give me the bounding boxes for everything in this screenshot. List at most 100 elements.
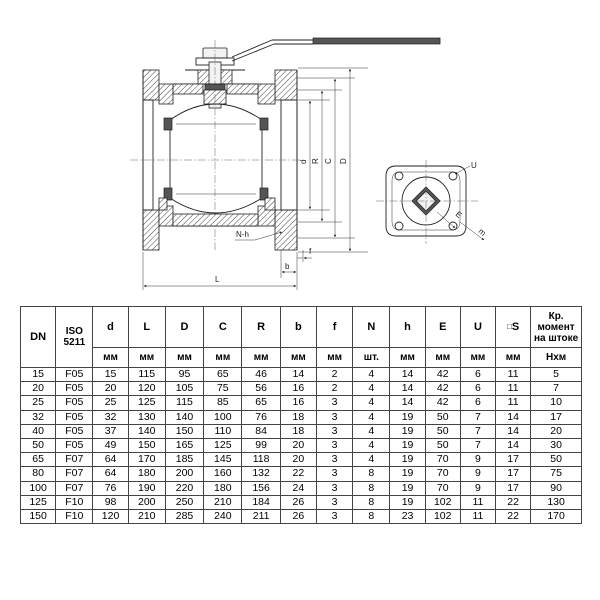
table-cell-S: 11: [495, 395, 532, 411]
table-cell-R: 156: [241, 480, 281, 496]
table-cell-dn: 25: [19, 395, 57, 411]
unit-cell: шт.: [352, 347, 391, 368]
table-cell-dn: 15: [19, 366, 57, 383]
table-cell-C: 125: [203, 437, 243, 454]
table-cell-U: 7: [459, 437, 497, 454]
table-cell-iso: F07: [55, 466, 94, 482]
unit-cell: мм: [424, 347, 461, 368]
table-cell-L: 210: [127, 508, 166, 525]
table-cell-U: 9: [459, 452, 497, 468]
table-cell-S: 17: [495, 466, 532, 482]
valve-handle: [231, 37, 441, 62]
right-flange: [257, 69, 298, 251]
unit-cell: мм: [127, 347, 166, 368]
table-cell-N: 4: [352, 366, 391, 383]
table-cell-N: 8: [352, 494, 391, 510]
table-cell-dn: 50: [19, 437, 57, 454]
dim-label-D: D: [339, 158, 348, 164]
table-cell-b: 20: [279, 437, 317, 454]
table-cell-dn: 65: [19, 452, 57, 468]
header-S: □S: [495, 306, 532, 348]
table-cell-torque: 90: [530, 480, 582, 496]
dim-label-C: C: [324, 158, 333, 164]
table-cell-U: 9: [459, 466, 497, 482]
table-cell-E: 42: [424, 366, 461, 383]
table-cell-b: 18: [279, 409, 317, 425]
table-cell-R: 76: [241, 409, 281, 425]
table-cell-h: 19: [389, 437, 426, 454]
table-cell-iso: F07: [55, 480, 94, 496]
table-cell-L: 150: [127, 437, 166, 454]
table-cell-b: 24: [279, 480, 317, 496]
square-icon: □: [507, 322, 512, 331]
table-cell-h: 14: [389, 395, 426, 411]
table-cell-U: 11: [459, 494, 497, 510]
table-cell-S: 14: [495, 423, 532, 439]
header-R: R: [241, 306, 281, 348]
table-cell-iso: F05: [55, 395, 94, 411]
table-cell-dn: 125: [19, 494, 57, 510]
table-cell-E: 70: [424, 466, 461, 482]
table-cell-torque: 10: [530, 395, 582, 411]
table-cell-d: 25: [92, 395, 129, 411]
dim-label-U: U: [471, 161, 477, 170]
header-h: h: [389, 306, 426, 348]
valve-body: [130, 83, 305, 227]
table-cell-b: 16: [279, 395, 317, 411]
table-cell-h: 19: [389, 480, 426, 496]
table-cell-d: 120: [92, 508, 129, 525]
table-cell-b: 14: [279, 366, 317, 383]
table-cell-L: 120: [127, 381, 166, 397]
table-cell-C: 100: [203, 409, 243, 425]
table-cell-E: 50: [424, 437, 461, 454]
table-cell-S: 22: [495, 494, 532, 510]
table-cell-U: 11: [459, 508, 497, 525]
table-cell-f: 3: [315, 494, 354, 510]
table-cell-b: 26: [279, 508, 317, 525]
table-cell-d: 64: [92, 466, 129, 482]
table-cell-E: 102: [424, 494, 461, 510]
table-cell-f: 3: [315, 437, 354, 454]
table-cell-S: 17: [495, 480, 532, 496]
table-cell-D: 95: [164, 366, 205, 383]
table-cell-torque: 5: [530, 366, 582, 383]
table-cell-E: 70: [424, 452, 461, 468]
vertical-dimensions: d R C D: [298, 67, 368, 253]
table-cell-N: 4: [352, 381, 391, 397]
table-cell-N: 4: [352, 452, 391, 468]
table-cell-f: 3: [315, 508, 354, 525]
table-cell-R: 56: [241, 381, 281, 397]
table-cell-E: 70: [424, 480, 461, 496]
header-D: D: [164, 306, 205, 348]
header-L: L: [127, 306, 166, 348]
table-cell-iso: F07: [55, 452, 94, 468]
unit-cell: мм: [92, 347, 129, 368]
table-cell-D: 185: [164, 452, 205, 468]
valve-technical-drawing: d R C D N-h b f L: [130, 37, 488, 290]
table-cell-C: 240: [203, 508, 243, 525]
header-f: f: [315, 306, 354, 348]
mounting-pad-view: U E m: [376, 160, 488, 244]
table-cell-R: 99: [241, 437, 281, 454]
table-cell-N: 4: [352, 423, 391, 439]
table-cell-N: 4: [352, 409, 391, 425]
table-cell-S: 11: [495, 381, 532, 397]
table-cell-h: 14: [389, 366, 426, 383]
table-cell-R: 84: [241, 423, 281, 439]
table-cell-d: 15: [92, 366, 129, 383]
unit-cell: мм: [495, 347, 532, 368]
table-cell-dn: 32: [19, 409, 57, 425]
unit-cell: мм: [459, 347, 497, 368]
table-cell-L: 140: [127, 423, 166, 439]
table-cell-iso: F05: [55, 423, 94, 439]
dim-label-Nh: N-h: [236, 230, 249, 239]
table-cell-L: 125: [127, 395, 166, 411]
table-cell-R: 65: [241, 395, 281, 411]
dim-label-m: m: [477, 227, 488, 238]
table-cell-dn: 80: [19, 466, 57, 482]
header-d: d: [92, 306, 129, 348]
